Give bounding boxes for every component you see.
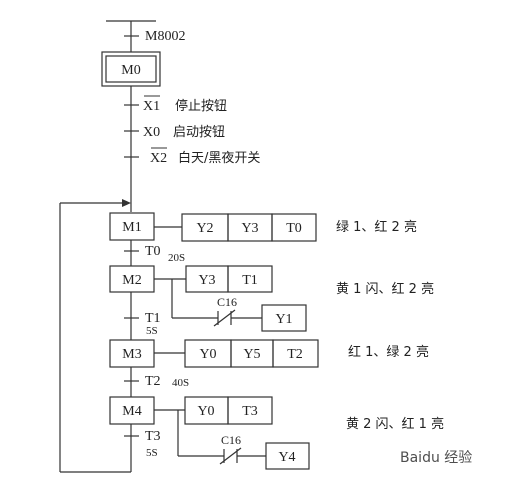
m3-output-t2-label: T2 bbox=[287, 347, 303, 362]
m3-output-y5-label: Y5 bbox=[243, 347, 260, 362]
step-m4 bbox=[109, 396, 310, 470]
m4-label: M4 bbox=[122, 404, 141, 419]
m4-blink-output-y4-label: Y4 bbox=[278, 450, 295, 465]
t3-label: T3 bbox=[145, 429, 161, 444]
m4-desc: 黄 2 闪、红 1 亮 bbox=[346, 416, 444, 432]
m1-output-t0-label: T0 bbox=[286, 221, 302, 236]
m4-output-t3-label: T3 bbox=[242, 404, 258, 419]
start-condition-x2: X2 白天/黑夜开关 bbox=[150, 147, 260, 166]
watermark: Baidu 经验 bbox=[400, 450, 472, 466]
step-m1 bbox=[109, 212, 317, 266]
m1-output-t0 bbox=[271, 213, 317, 242]
t0-time: 20S bbox=[168, 252, 185, 264]
t2-label: T2 bbox=[145, 374, 161, 389]
m4-c16-label: C16 bbox=[221, 433, 241, 447]
t2-time: 40S bbox=[172, 377, 189, 389]
m1-output-y3-label: Y3 bbox=[241, 221, 258, 236]
m1-label: M1 bbox=[122, 220, 141, 235]
x0-desc: 启动按钮 bbox=[173, 125, 225, 140]
m8002-label: M8002 bbox=[145, 29, 185, 44]
m4-output-y0-label: Y0 bbox=[197, 404, 214, 419]
m2-blink-output-y1-label: Y1 bbox=[275, 312, 292, 327]
m2-output-t1 bbox=[227, 265, 273, 293]
start-condition-x0: X0 启动按钮 bbox=[143, 125, 225, 140]
x1-desc: 停止按钮 bbox=[175, 98, 227, 114]
m2-blink-output-y1 bbox=[261, 304, 307, 332]
x2-desc: 白天/黑夜开关 bbox=[178, 150, 260, 166]
t1-time: 5S bbox=[146, 325, 158, 337]
m3-label: M3 bbox=[122, 347, 141, 362]
m0-inner-box bbox=[105, 55, 157, 83]
m2-c16-label: C16 bbox=[217, 295, 237, 309]
m2-output-y3-label: Y3 bbox=[198, 273, 215, 288]
m0-label: M0 bbox=[121, 63, 140, 78]
m4-output-t3 bbox=[227, 396, 273, 425]
m3-output-t2 bbox=[272, 339, 319, 368]
m4-c16-contact-slash bbox=[219, 447, 242, 465]
m2-c16-contact-slash bbox=[213, 309, 236, 327]
start-condition-x1: X1 停止按钮 bbox=[143, 95, 227, 114]
m3-output-y0-label: Y0 bbox=[199, 347, 216, 362]
m2-label: M2 bbox=[122, 273, 141, 288]
m3-desc: 红 1、绿 2 亮 bbox=[348, 344, 429, 360]
step-m2 bbox=[109, 265, 307, 340]
step-m3 bbox=[109, 339, 319, 397]
m2-output-t1-label: T1 bbox=[242, 273, 258, 288]
t3-time: 5S bbox=[146, 447, 158, 459]
loop-arrow-icon bbox=[122, 199, 131, 207]
x0-signal: X0 bbox=[143, 125, 160, 140]
m1-desc: 绿 1、红 2 亮 bbox=[336, 219, 417, 235]
x2-signal: X2 bbox=[150, 151, 167, 166]
m4-blink-output-y4 bbox=[265, 442, 310, 470]
t0-label: T0 bbox=[145, 244, 161, 259]
m1-output-y2-label: Y2 bbox=[196, 221, 213, 236]
m2-desc: 黄 1 闪、红 2 亮 bbox=[336, 281, 434, 297]
t1-label: T1 bbox=[145, 311, 161, 326]
x1-signal: X1 bbox=[143, 99, 160, 114]
